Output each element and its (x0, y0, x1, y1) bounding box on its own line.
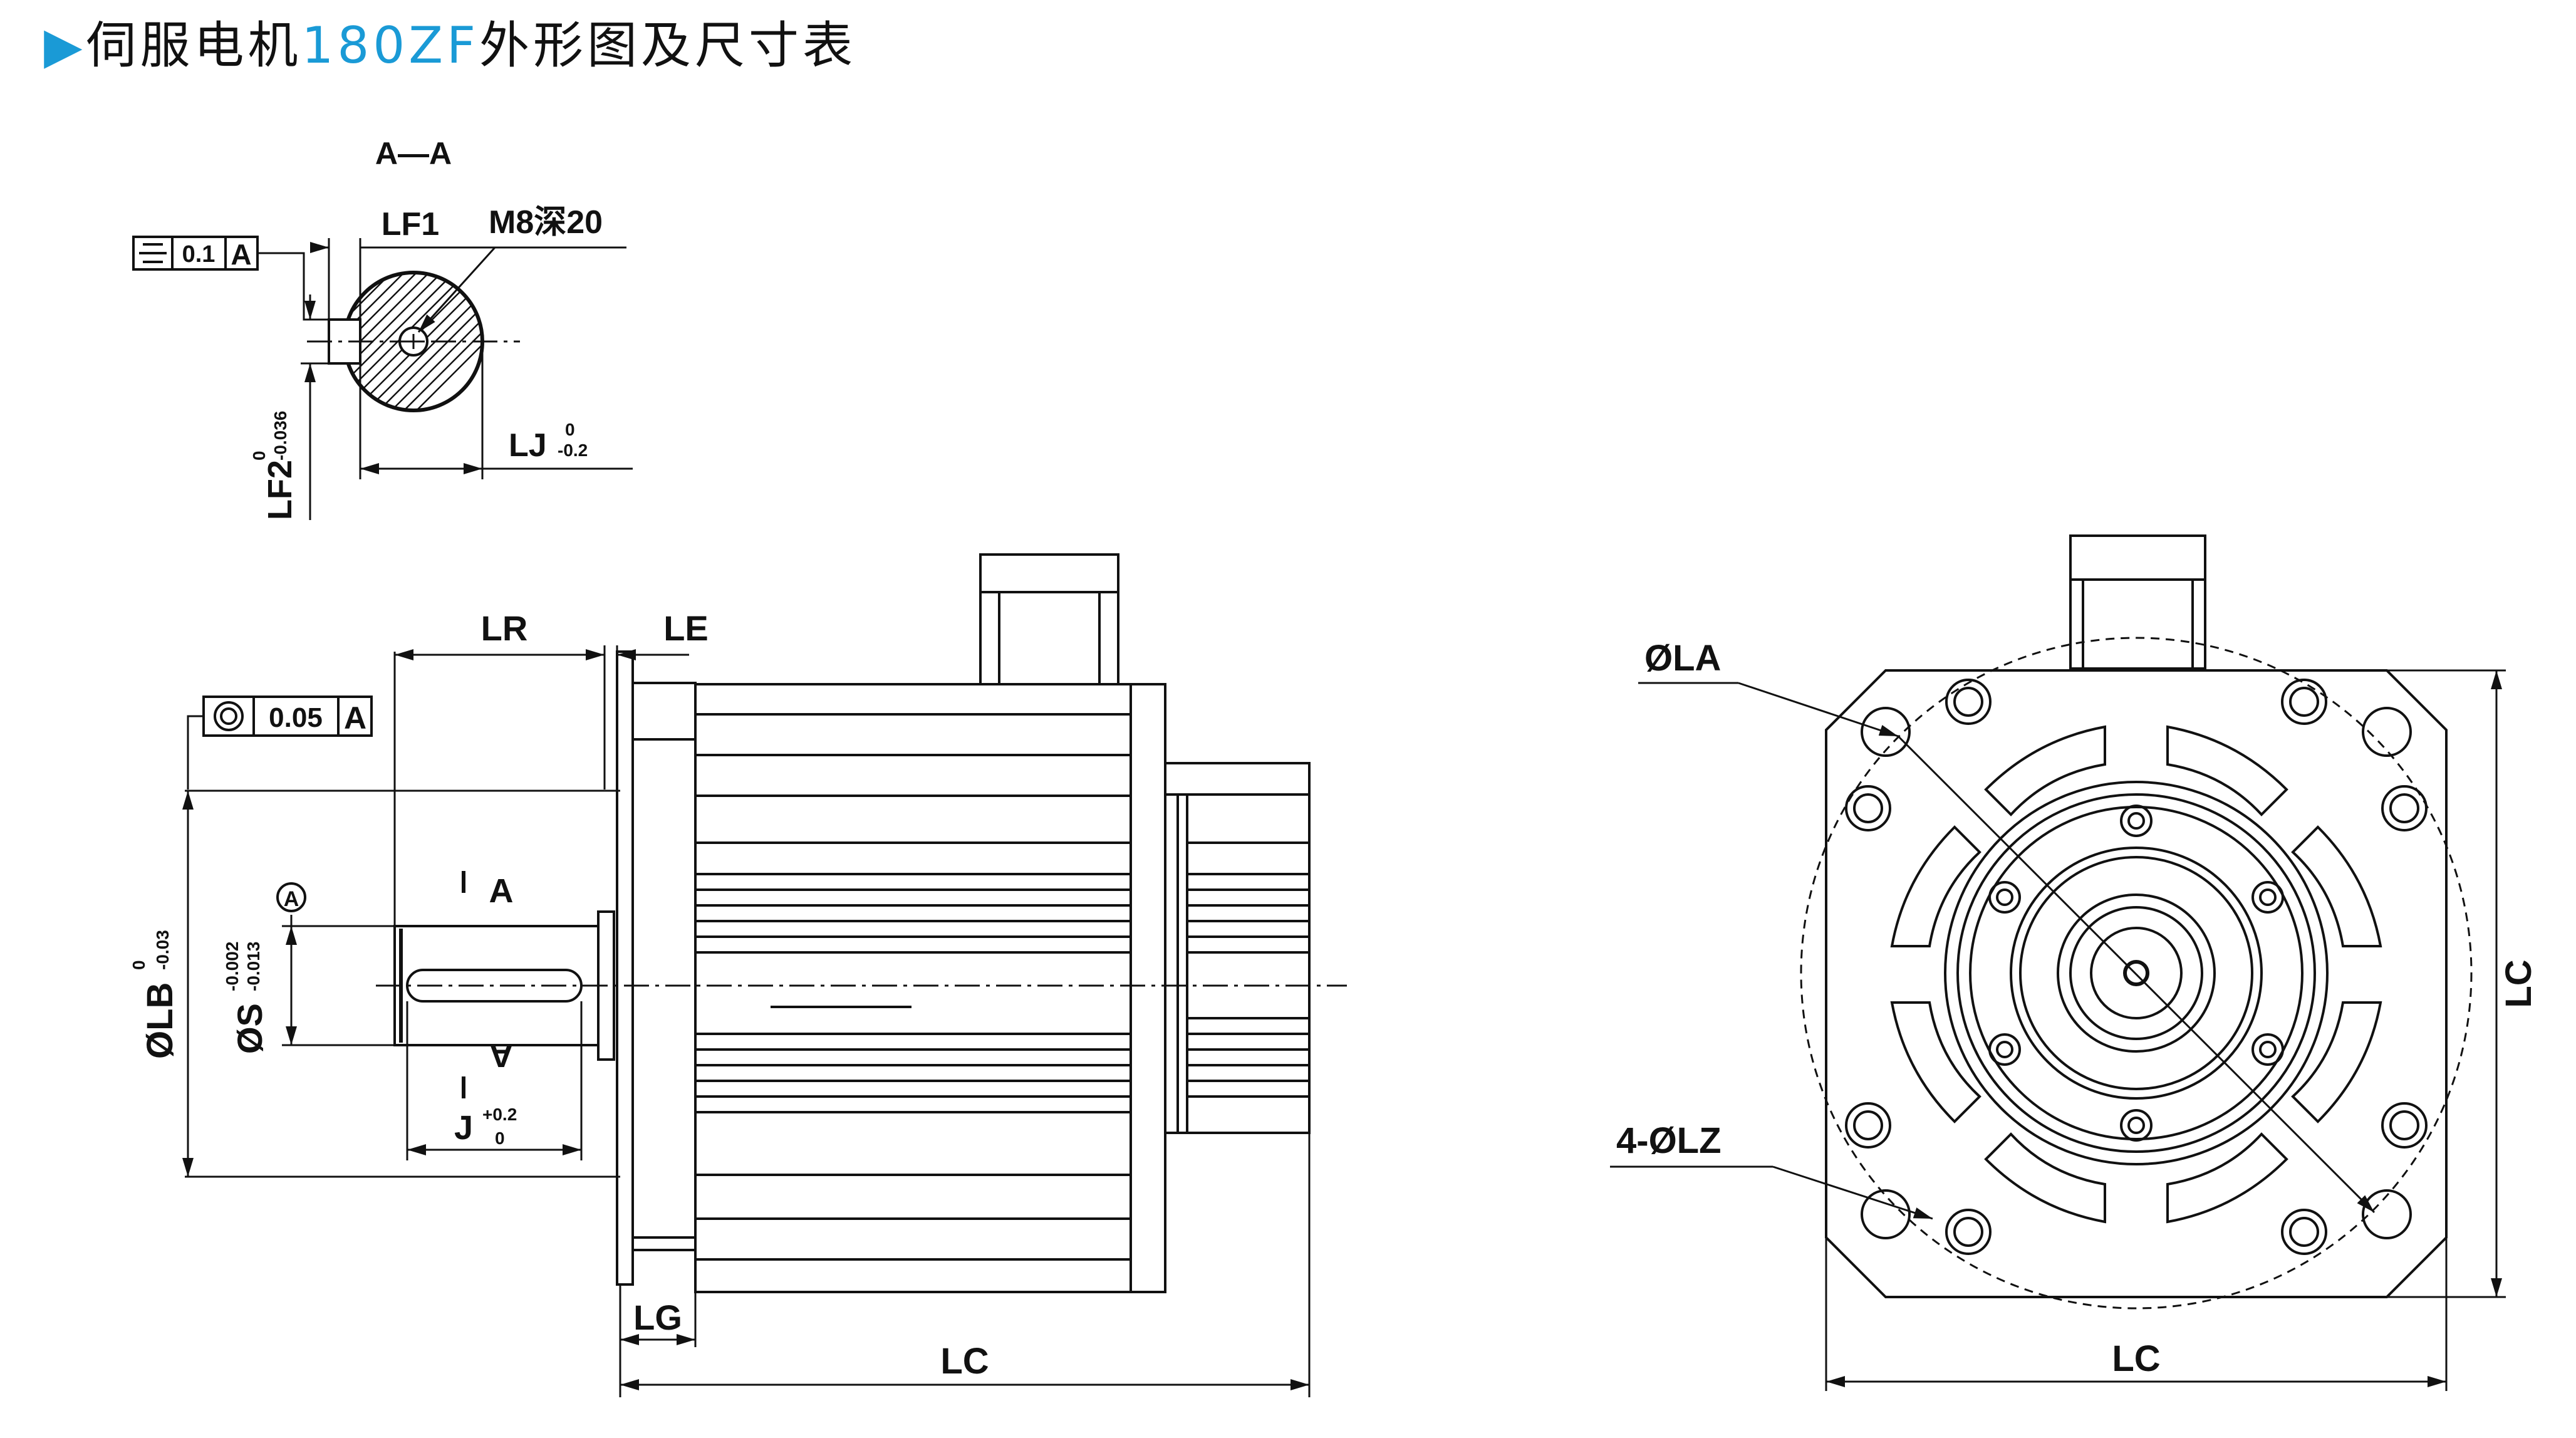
lc-right-label: LC (2498, 959, 2539, 1008)
s-tol-lower: -0.013 (244, 942, 263, 991)
tol-box-datum: A (231, 238, 251, 271)
section-label: A—A (375, 136, 452, 171)
outer-holes (1845, 679, 2428, 1255)
rear-connector (1164, 762, 1311, 1134)
j-label: J (454, 1109, 473, 1147)
title-model: 180ZF (301, 16, 480, 75)
front-view: ØLA 4-ØLZ LC LC (1610, 534, 2539, 1391)
cut-marker-top: A (489, 872, 514, 910)
lj-label: LJ (509, 427, 547, 464)
runout-value: 0.05 (269, 702, 323, 733)
lz-label: 4-ØLZ (1616, 1120, 1722, 1161)
datum-a-text: A (284, 887, 299, 911)
top-connector (979, 553, 1119, 685)
la-label: ØLA (1644, 638, 1721, 679)
motor-flange (616, 650, 697, 1286)
s-tol-upper: -0.002 (222, 942, 242, 991)
side-view: LR LE 0.05 A ØLB 0 -0.03 A ØS (129, 553, 1347, 1397)
runout-icon (214, 701, 244, 731)
le-label: LE (663, 608, 709, 648)
motor-body (694, 683, 1166, 1293)
shaft-center (2123, 960, 2149, 986)
lf2-tol-upper: 0 (249, 451, 269, 461)
lb-label: ØLB (140, 982, 180, 1059)
lc-side-label: LC (940, 1341, 989, 1382)
cut-marker-bottom: A (489, 1036, 514, 1074)
lf2-label: LF2 (261, 460, 299, 520)
lb-tol-upper: 0 (129, 960, 148, 970)
page-title: ▶伺服电机180ZF外形图及尺寸表 (44, 5, 856, 78)
s-label: ØS (230, 1003, 269, 1054)
title-suffix: 外形图及尺寸表 (479, 16, 857, 75)
lj-tol-upper: 0 (565, 420, 575, 439)
shaft-section (307, 271, 520, 412)
front-top-connector (2069, 534, 2206, 670)
j-tol-upper: +0.2 (482, 1105, 517, 1124)
tap-label: M8深20 (489, 204, 603, 241)
title-prefix: 伺服电机 (86, 16, 302, 75)
datum-a-marker (276, 882, 306, 912)
title-marker: ▶ (44, 16, 86, 75)
runout-datum: A (344, 701, 366, 736)
pitch-circle (1800, 637, 2473, 1310)
lc-bottom-label: LC (2112, 1338, 2160, 1379)
tol-box-value: 0.1 (182, 241, 216, 268)
lj-tol-lower: -0.2 (558, 440, 588, 460)
lb-dimension: ØLB 0 -0.03 (129, 930, 180, 1059)
lf1-label: LF1 (382, 206, 439, 242)
inner-bolt-holes (1988, 805, 2284, 1142)
cooling-slots (1890, 725, 2382, 1224)
runout-tolerance-box: 0.05 A (187, 696, 373, 789)
lg-label: LG (633, 1298, 682, 1337)
s-dimension: ØS -0.002 -0.013 (222, 942, 269, 1054)
mounting-holes (1861, 707, 2412, 1239)
j-tol-lower: 0 (495, 1128, 505, 1148)
lf2-dimension: LF2 0 -0.036 (249, 411, 299, 520)
symmetry-tolerance-box: 0.1 A (132, 236, 329, 321)
section-view: A—A (132, 136, 633, 520)
lf2-tol-lower: -0.036 (271, 411, 290, 461)
lr-label: LR (481, 608, 528, 648)
lb-tol-lower: -0.03 (153, 930, 172, 970)
